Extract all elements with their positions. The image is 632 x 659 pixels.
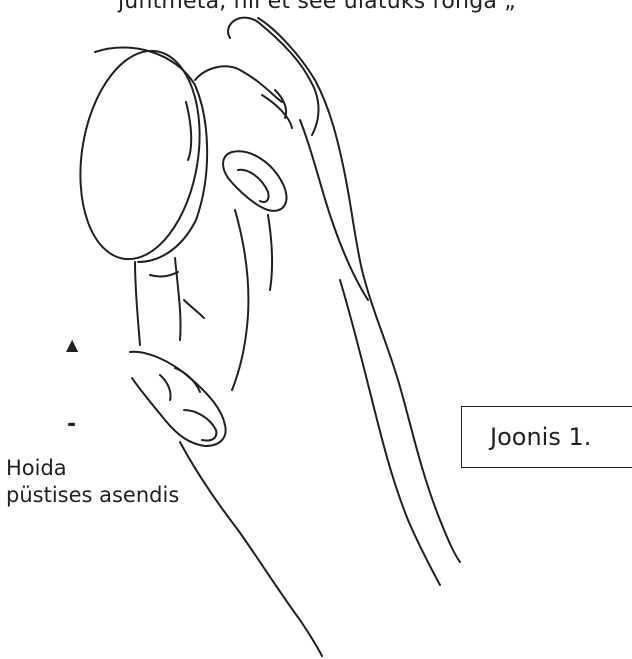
finger-lower-2 xyxy=(175,258,181,340)
hold-label-line2: püstises asendis xyxy=(6,482,179,509)
device-face xyxy=(66,42,213,268)
finger-curl-joint-2 xyxy=(160,375,171,400)
hand-inner-line xyxy=(300,120,368,300)
wrist-left xyxy=(180,442,322,656)
minus-mark: - xyxy=(67,414,76,436)
finger-curl-outer xyxy=(130,352,226,446)
finger-lower-3 xyxy=(150,272,178,276)
finger-back-1 xyxy=(195,66,282,102)
thumb-outline xyxy=(223,151,286,211)
up-arrow-icon: ▲ xyxy=(66,337,78,353)
finger-lower-4 xyxy=(184,300,204,318)
wrist-right xyxy=(340,280,440,585)
hold-upright-label: Hoida püstises asendis xyxy=(6,455,179,509)
finger-curl-joint xyxy=(175,368,200,392)
figure-label-box: Joonis 1. xyxy=(461,406,632,468)
finger-back-2 xyxy=(228,18,318,135)
palm-crease xyxy=(268,215,272,290)
hand-back-outline xyxy=(258,18,460,562)
hold-label-line1: Hoida xyxy=(6,455,179,482)
device-rim-inner xyxy=(186,102,191,160)
thumb-nail xyxy=(238,170,269,202)
finger-curl-nail xyxy=(184,410,216,441)
finger-lower-1 xyxy=(135,262,140,345)
palm-front xyxy=(232,210,248,390)
finger-back-3 xyxy=(262,95,292,128)
